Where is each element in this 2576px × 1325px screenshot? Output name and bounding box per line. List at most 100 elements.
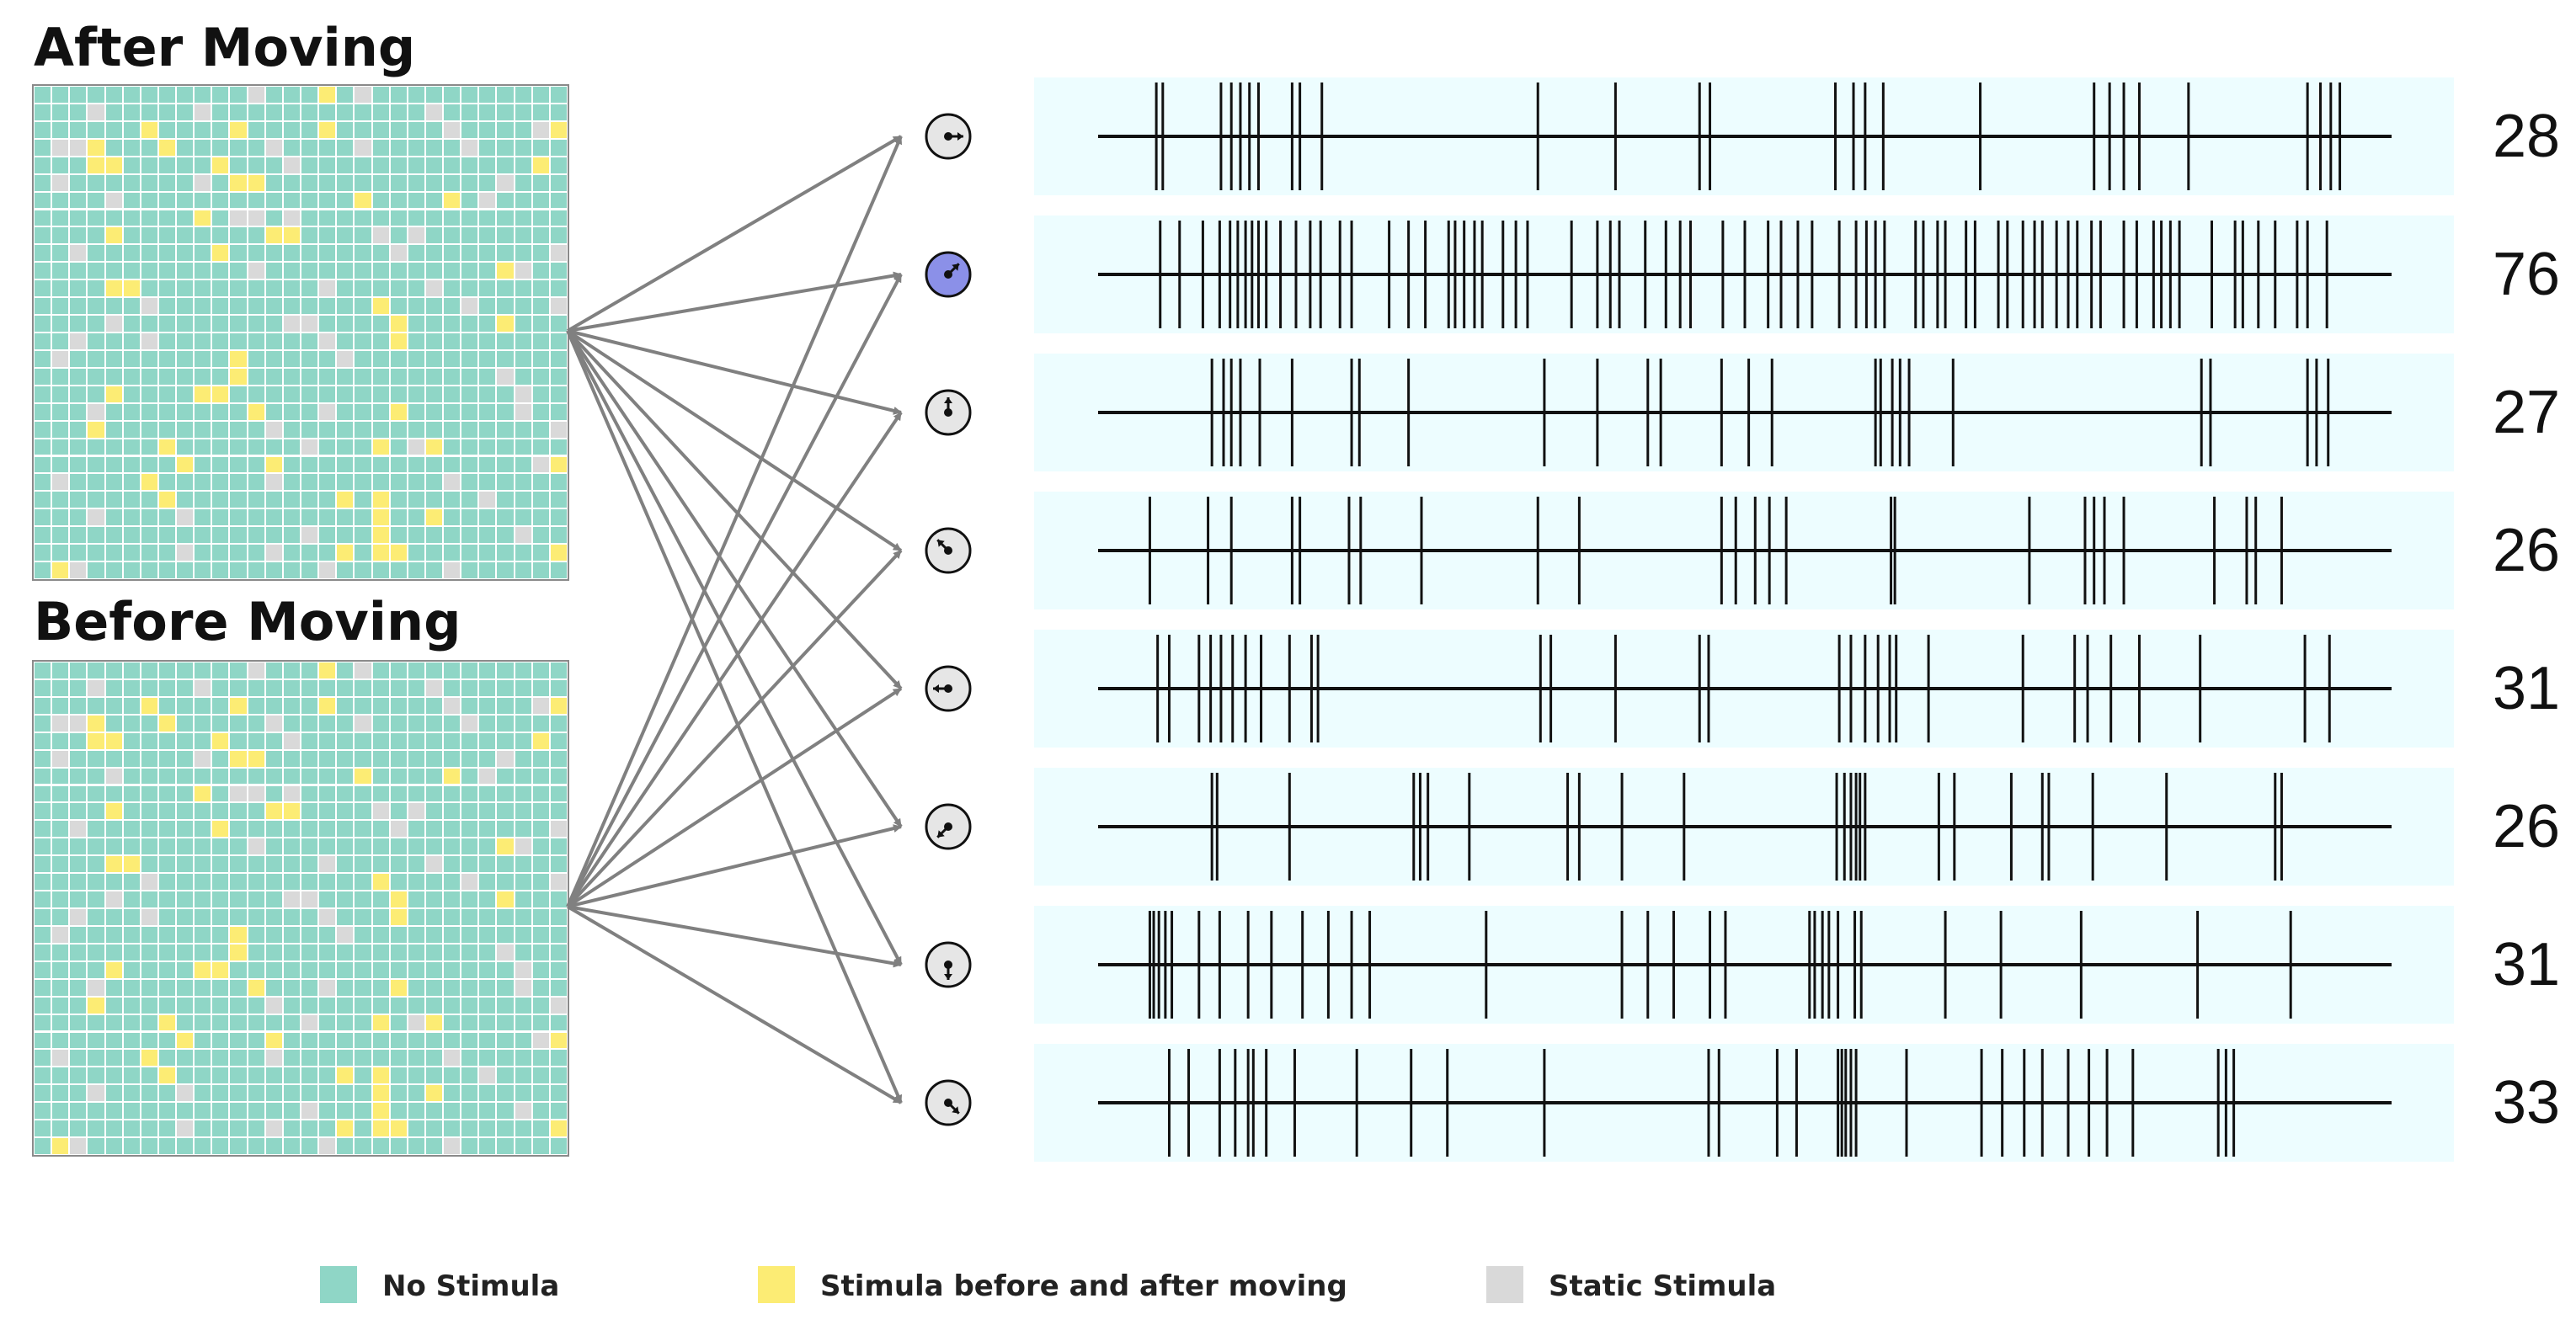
- grid-cell-stimula-moving: [141, 697, 157, 714]
- grid-cell-no-stimula: [212, 1067, 229, 1084]
- grid-cell-no-stimula: [425, 263, 443, 279]
- grid-cell-static-stimula: [337, 926, 354, 943]
- arrow-down-icon: [925, 941, 972, 988]
- grid-cell-no-stimula: [408, 732, 424, 749]
- grid-cell-no-stimula: [230, 768, 247, 785]
- grid-cell-stimula-moving: [425, 509, 443, 526]
- grid-cell-no-stimula: [479, 333, 496, 349]
- grid-cell-no-stimula: [355, 474, 371, 491]
- grid-cell-no-stimula: [265, 157, 282, 173]
- grid-cell-no-stimula: [461, 210, 478, 226]
- grid-cell-no-stimula: [195, 121, 211, 138]
- grid-cell-no-stimula: [195, 545, 211, 561]
- grid-cell-no-stimula: [35, 803, 51, 820]
- grid-cell-no-stimula: [337, 298, 354, 315]
- grid-cell-no-stimula: [301, 263, 318, 279]
- grid-cell-static-stimula: [70, 333, 87, 349]
- grid-cell-no-stimula: [88, 280, 104, 297]
- grid-cell-no-stimula: [390, 139, 407, 156]
- grid-cell-no-stimula: [283, 874, 300, 891]
- grid-cell-no-stimula: [479, 785, 496, 802]
- grid-cell-no-stimula: [212, 803, 229, 820]
- grid-cell-no-stimula: [319, 545, 336, 561]
- grid-cell-no-stimula: [248, 1014, 264, 1031]
- grid-cell-no-stimula: [301, 662, 318, 678]
- grid-cell-no-stimula: [319, 227, 336, 244]
- grid-cell-no-stimula: [425, 821, 443, 838]
- grid-cell-no-stimula: [337, 174, 354, 191]
- grid-cell-static-stimula: [195, 750, 211, 767]
- grid-cell-no-stimula: [319, 768, 336, 785]
- grid-cell-no-stimula: [177, 944, 194, 960]
- grid-cell-no-stimula: [550, 333, 567, 349]
- grid-cell-no-stimula: [550, 979, 567, 996]
- grid-cell-stimula-moving: [158, 1014, 176, 1031]
- grid-cell-no-stimula: [532, 785, 549, 802]
- grid-cell-no-stimula: [497, 909, 514, 925]
- grid-cell-no-stimula: [265, 785, 282, 802]
- grid-cell-no-stimula: [195, 474, 211, 491]
- grid-cell-stimula-moving: [212, 961, 229, 978]
- grid-cell-no-stimula: [212, 456, 229, 473]
- grid-cell-no-stimula: [158, 562, 176, 578]
- grid-cell-no-stimula: [177, 856, 194, 873]
- grid-cell-no-stimula: [248, 856, 264, 873]
- grid-cell-no-stimula: [70, 1032, 87, 1049]
- grid-cell-no-stimula: [301, 368, 318, 385]
- grid-cell-no-stimula: [248, 386, 264, 402]
- grid-cell-no-stimula: [532, 104, 549, 120]
- grid-cell-no-stimula: [337, 874, 354, 891]
- grid-cell-no-stimula: [355, 1138, 371, 1154]
- grid-cell-no-stimula: [212, 439, 229, 455]
- grid-cell-no-stimula: [141, 785, 157, 802]
- grid-cell-no-stimula: [230, 1067, 247, 1084]
- grid-cell-no-stimula: [550, 1103, 567, 1120]
- grid-cell-no-stimula: [550, 87, 567, 103]
- grid-cell-no-stimula: [265, 509, 282, 526]
- grid-cell-no-stimula: [265, 245, 282, 262]
- grid-cell-no-stimula: [212, 926, 229, 943]
- grid-cell-stimula-moving: [550, 456, 567, 473]
- grid-cell-stimula-moving: [105, 157, 122, 173]
- grid-cell-no-stimula: [444, 679, 461, 696]
- grid-cell-static-stimula: [230, 785, 247, 802]
- grid-cell-no-stimula: [390, 1085, 407, 1102]
- grid-cell-static-stimula: [265, 545, 282, 561]
- grid-cell-no-stimula: [425, 316, 443, 332]
- grid-cell-no-stimula: [355, 750, 371, 767]
- grid-cell-no-stimula: [123, 316, 140, 332]
- grid-cell-no-stimula: [158, 263, 176, 279]
- grid-cell-no-stimula: [141, 1103, 157, 1120]
- grid-cell-no-stimula: [408, 509, 424, 526]
- grid-cell-no-stimula: [88, 386, 104, 402]
- grid-cell-no-stimula: [35, 715, 51, 732]
- grid-cell-no-stimula: [123, 509, 140, 526]
- grid-cell-no-stimula: [52, 979, 69, 996]
- grid-cell-static-stimula: [248, 785, 264, 802]
- grid-cell-no-stimula: [158, 1085, 176, 1102]
- grid-cell-no-stimula: [212, 1085, 229, 1102]
- grid-cell-stimula-moving: [158, 139, 176, 156]
- grid-cell-stimula-moving: [230, 368, 247, 385]
- grid-cell-static-stimula: [52, 174, 69, 191]
- grid-cell-no-stimula: [70, 750, 87, 767]
- grid-cell-no-stimula: [70, 121, 87, 138]
- grid-cell-no-stimula: [408, 1138, 424, 1154]
- grid-cell-no-stimula: [337, 1050, 354, 1067]
- grid-cell-no-stimula: [461, 562, 478, 578]
- grid-cell-no-stimula: [461, 1138, 478, 1154]
- grid-cell-no-stimula: [35, 821, 51, 838]
- grid-cell-no-stimula: [195, 1120, 211, 1137]
- grid-cell-no-stimula: [283, 1014, 300, 1031]
- grid-cell-no-stimula: [515, 474, 531, 491]
- grid-cell-no-stimula: [283, 421, 300, 438]
- connection-arrow-after-to-neuron-2: [567, 271, 902, 333]
- grid-cell-no-stimula: [265, 750, 282, 767]
- grid-cell-no-stimula: [444, 227, 461, 244]
- grid-cell-no-stimula: [52, 961, 69, 978]
- grid-cell-no-stimula: [52, 456, 69, 473]
- grid-cell-no-stimula: [123, 732, 140, 749]
- grid-cell-no-stimula: [141, 715, 157, 732]
- grid-cell-no-stimula: [408, 838, 424, 855]
- grid-cell-no-stimula: [532, 316, 549, 332]
